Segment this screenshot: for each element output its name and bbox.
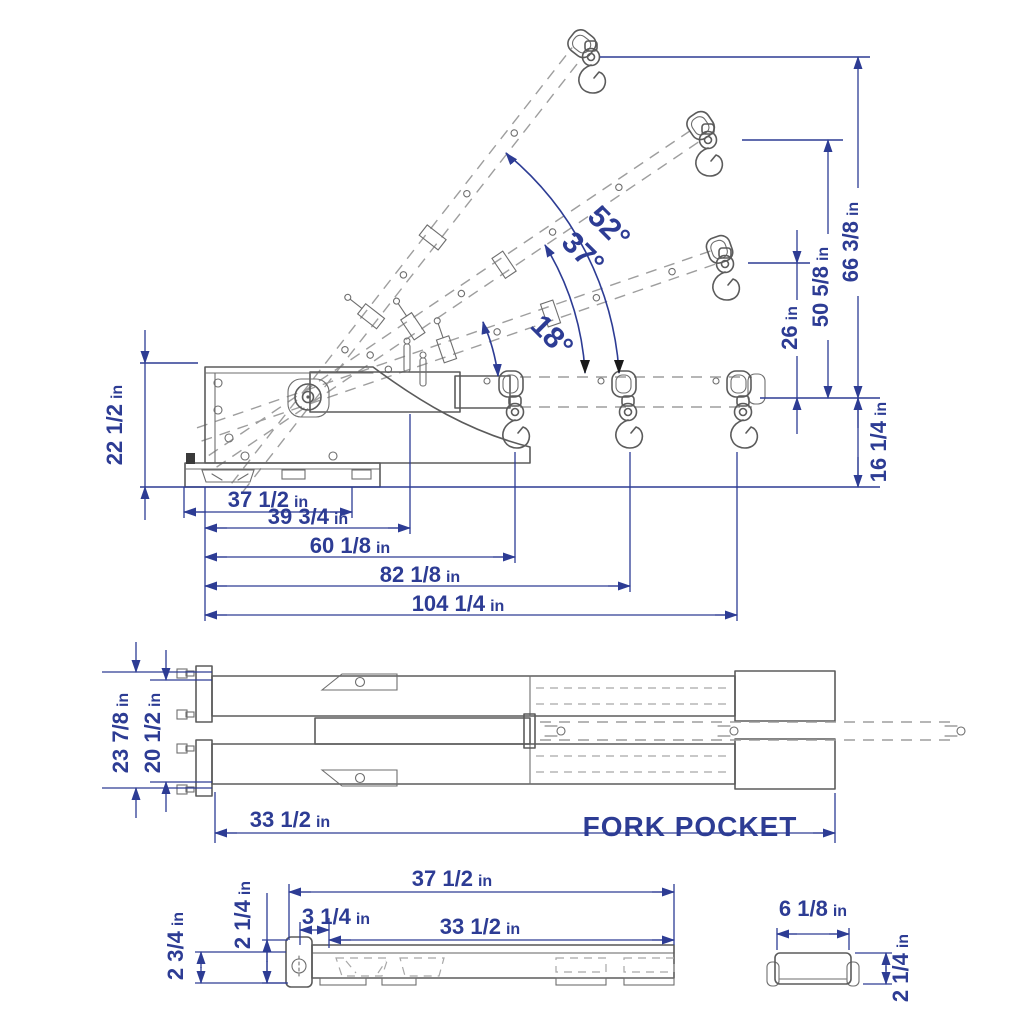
- svg-text:37 1/2in: 37 1/2in: [228, 487, 308, 512]
- hook-icon: [615, 395, 644, 449]
- angle-arcs: 18° 37° 52°: [481, 152, 636, 377]
- boom-ghost-52deg: [231, 47, 584, 493]
- svg-text:104 1/4in: 104 1/4in: [412, 591, 505, 616]
- dim-frame-height: 22 1/2in: [102, 330, 150, 520]
- svg-text:2 3/4in: 2 3/4in: [163, 912, 188, 980]
- svg-text:2 1/4in: 2 1/4in: [888, 934, 913, 1002]
- hook-icon: [712, 247, 741, 301]
- boom-horizontal: [309, 337, 766, 449]
- dim-width-outer: 23 7/8in: [102, 642, 212, 818]
- svg-text:3 1/4in: 3 1/4in: [302, 904, 370, 929]
- hook-icon: [578, 40, 607, 94]
- svg-text:50 5/8in: 50 5/8in: [808, 247, 833, 327]
- svg-text:2 1/4in: 2 1/4in: [230, 881, 255, 949]
- svg-text:23 7/8in: 23 7/8in: [108, 693, 133, 773]
- dim-width-inner: 20 1/2in: [140, 650, 212, 812]
- side-view: 18° 37° 52° 22 1/2in: [102, 25, 891, 621]
- svg-text:33 1/2in: 33 1/2in: [440, 914, 520, 939]
- svg-text:82 1/8in: 82 1/8in: [380, 562, 460, 587]
- svg-text:39 3/4in: 39 3/4in: [268, 504, 348, 529]
- svg-text:26in: 26in: [777, 306, 802, 350]
- dim-hook-rise-66-3-8: 66 3/8in: [838, 56, 863, 399]
- boom-tip-37deg: [682, 107, 724, 177]
- hook-icon: [695, 123, 724, 177]
- svg-text:60 1/8in: 60 1/8in: [310, 533, 390, 558]
- dim-hook-rise-26: 26in: [777, 230, 802, 434]
- mast-upright: [204, 366, 531, 464]
- dim-section-height: 2 1/4in: [855, 934, 913, 1002]
- svg-text:16 1/4in: 16 1/4in: [866, 402, 891, 482]
- svg-text:37 1/2in: 37 1/2in: [412, 866, 492, 891]
- plan-frame: [176, 665, 966, 797]
- pocket-bar: [285, 936, 675, 988]
- svg-text:6 1/8in: 6 1/8in: [779, 896, 847, 921]
- svg-text:33 1/2in: 33 1/2in: [250, 807, 330, 832]
- svg-text:66 3/8in: 66 3/8in: [838, 202, 863, 282]
- fork-pocket-title: FORK POCKET: [583, 811, 798, 842]
- boom-ghost-37deg: [208, 128, 701, 468]
- base-channel: [184, 453, 381, 488]
- svg-text:20 1/2in: 20 1/2in: [140, 693, 165, 773]
- boom-tip-52deg: [563, 25, 607, 94]
- svg-text:22 1/2in: 22 1/2in: [102, 385, 127, 465]
- angle-label-18: 18°: [524, 309, 579, 364]
- dim-outer-height: 2 3/4in: [163, 912, 286, 984]
- dim-inner-height: 2 1/4in: [230, 881, 288, 984]
- dim-hook-rise-50-5-8: 50 5/8in: [808, 139, 833, 399]
- dim-boom-height: 16 1/4in: [853, 397, 891, 488]
